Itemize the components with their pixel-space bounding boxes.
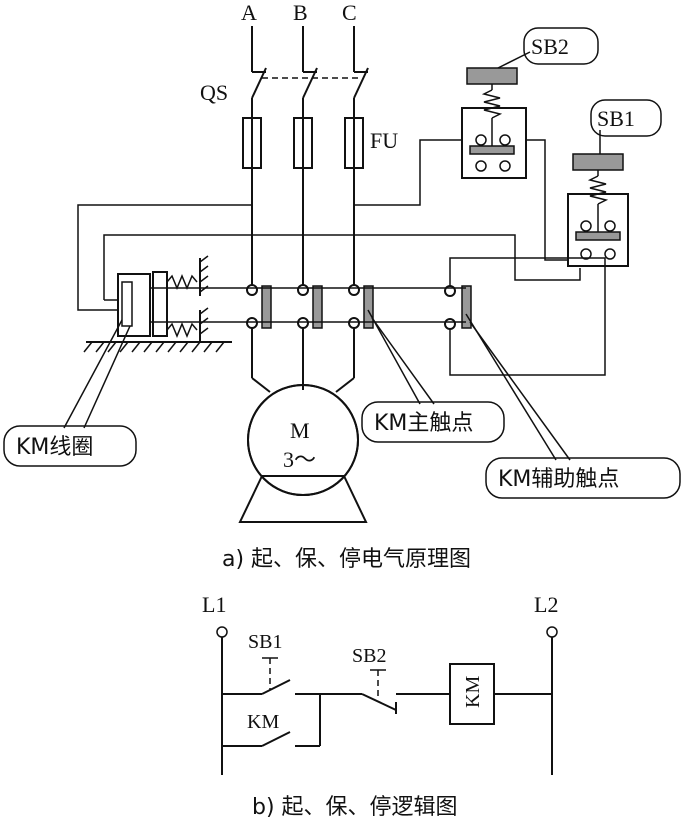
l2-label: L2 — [534, 592, 558, 617]
control-wiring — [77, 139, 606, 376]
logic-km-coil-label: KM — [462, 676, 484, 708]
logic-sb2: SB2 — [320, 645, 450, 714]
sb2-label: SB2 — [531, 34, 569, 59]
logic-km-hold: KM — [222, 694, 321, 747]
motor-phase-label: 3～ — [283, 447, 316, 472]
logic-sb2-label: SB2 — [352, 645, 386, 667]
diagram-a: A B C QS — [3, 0, 681, 572]
logic-km-coil: KM — [449, 663, 552, 725]
qs-label: QS — [200, 80, 228, 105]
coil-callout: KM线圈 — [3, 319, 137, 467]
sb1-button — [567, 153, 629, 267]
logic-sb1: SB1 — [222, 631, 320, 695]
aux-contact-callout-label: KM辅助触点 — [498, 467, 619, 492]
l1-label: L1 — [202, 592, 226, 617]
coil-callout-label: KM线圈 — [16, 435, 93, 460]
diagram-b: L1 L2 SB1 KM SB2 — [202, 592, 558, 820]
sb1-label: SB1 — [597, 106, 635, 131]
qs-switch: QS — [200, 67, 369, 105]
fu-fuses: FU — [242, 117, 398, 169]
supply-lines — [251, 26, 355, 72]
sb2-callout: SB2 — [497, 27, 599, 69]
caption-a: a) 起、保、停电气原理图 — [222, 547, 471, 572]
main-contact-callout-label: KM主触点 — [374, 411, 473, 436]
main-contact-callout: KM主触点 — [361, 309, 505, 443]
km-coil — [83, 255, 232, 353]
aux-contact-callout: KM辅助触点 — [465, 313, 681, 499]
phase-a-label: A — [241, 0, 257, 25]
sb1-callout: SB1 — [590, 99, 662, 154]
logic-km-hold-label: KM — [247, 711, 279, 733]
caption-b: b) 起、保、停逻辑图 — [252, 795, 458, 820]
phase-c-label: C — [342, 0, 357, 25]
motor-label: M — [290, 418, 310, 443]
sb2-button — [461, 67, 527, 179]
motor: M 3～ — [238, 384, 368, 523]
logic-sb1-label: SB1 — [248, 631, 282, 653]
phase-b-label: B — [293, 0, 308, 25]
fu-label: FU — [370, 128, 398, 153]
